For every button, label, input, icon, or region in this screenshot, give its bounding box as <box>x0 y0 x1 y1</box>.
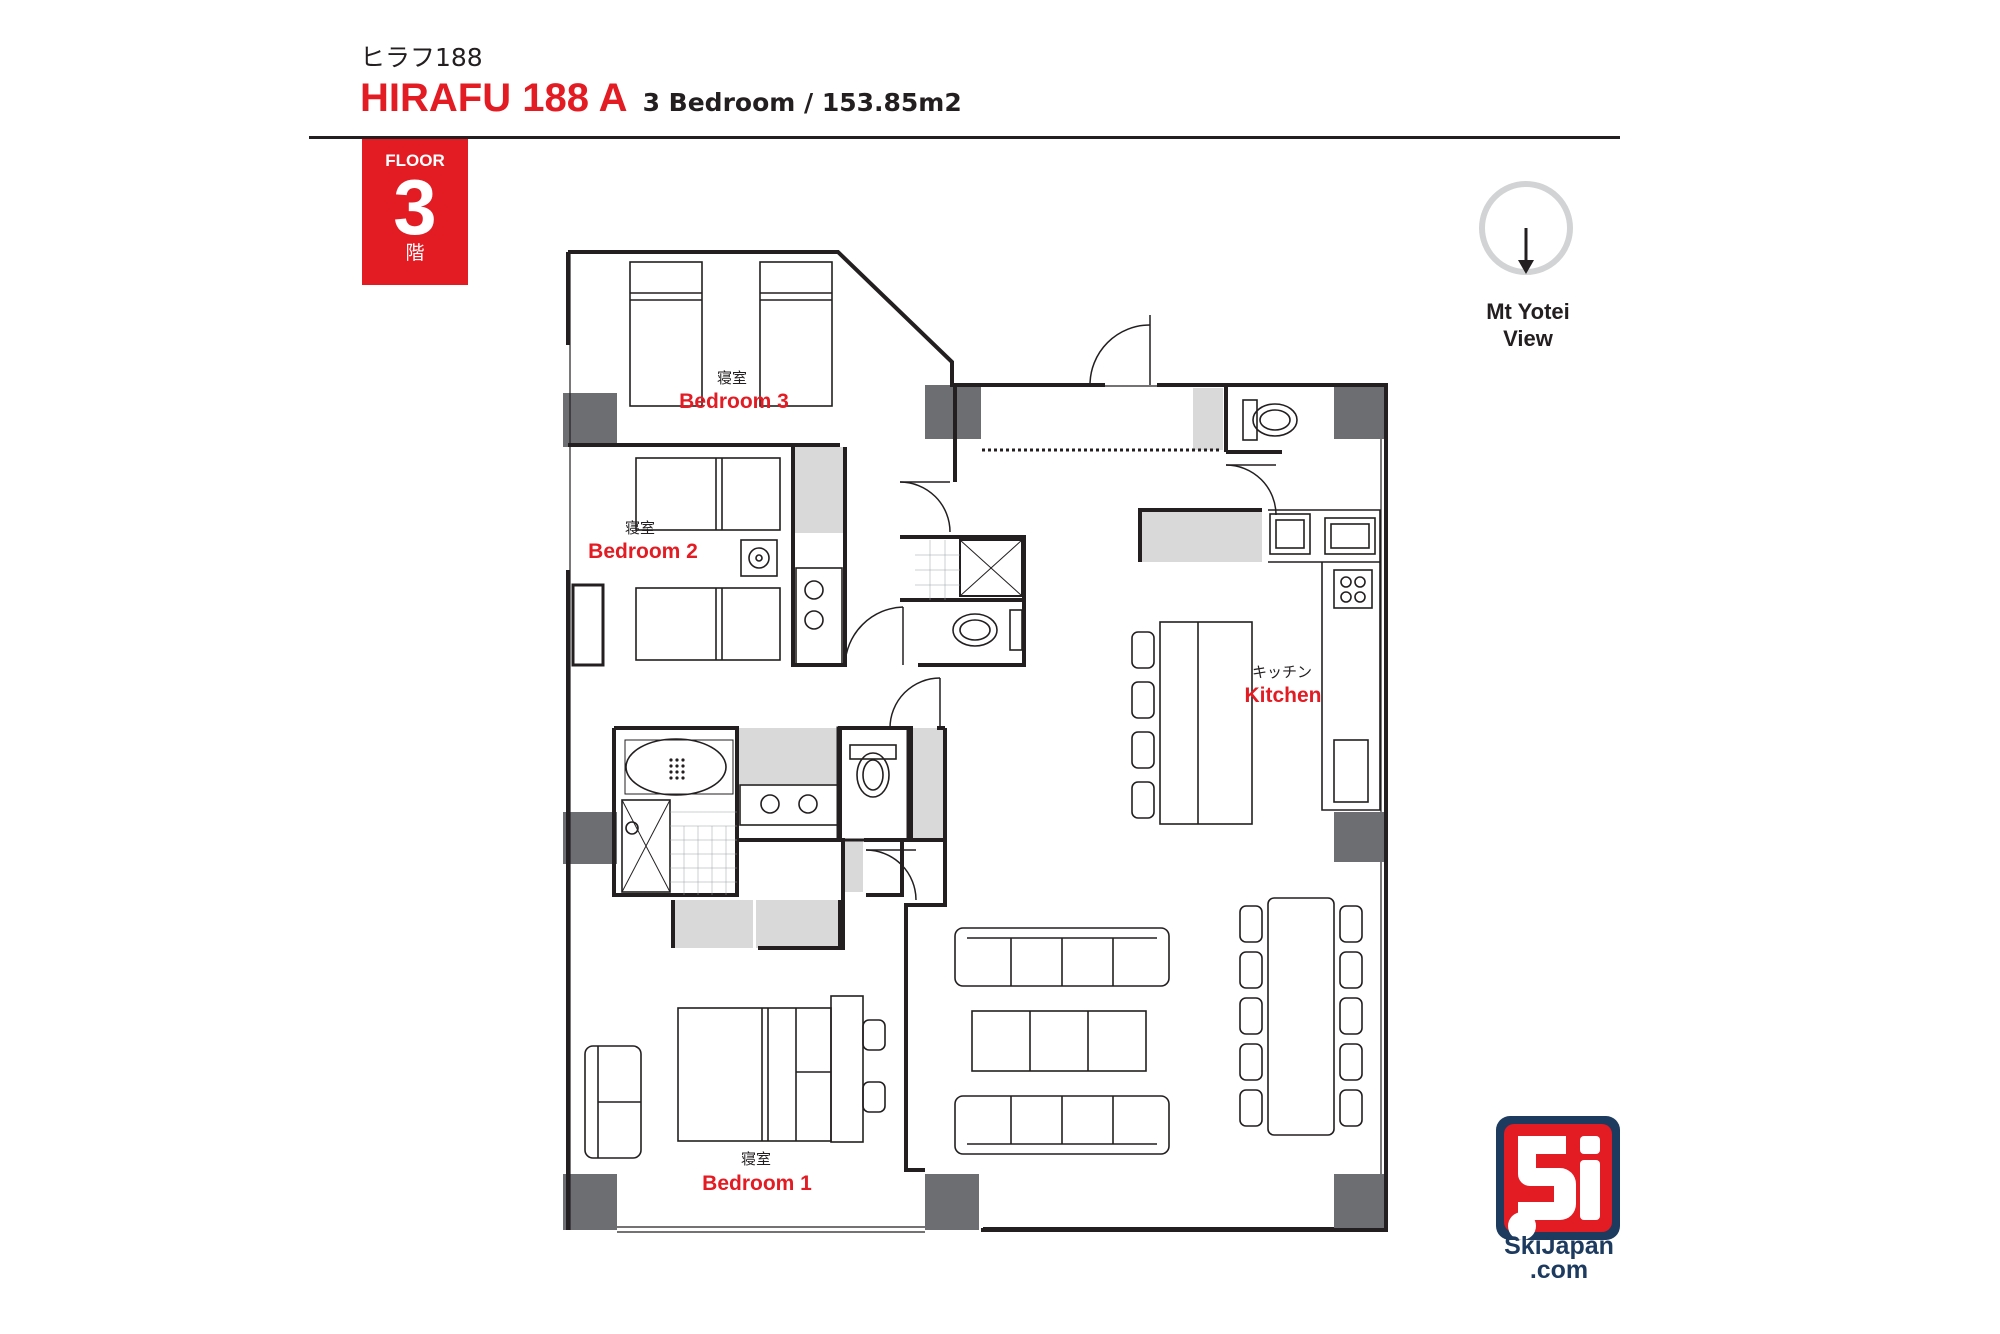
living-furniture <box>954 927 1170 1155</box>
bedroom1-furniture <box>584 995 886 1159</box>
compass-label-line2: View <box>1503 326 1553 351</box>
beds-bedroom3 <box>629 261 833 407</box>
structural-columns <box>563 385 1388 1230</box>
kitchen-island <box>1131 621 1253 825</box>
floor-label: FLOOR <box>385 151 445 170</box>
compass-icon <box>1479 181 1573 275</box>
title-row: HIRAFU 188 A 3 Bedroom / 153.85m2 <box>360 76 962 121</box>
header-rule <box>309 136 1620 139</box>
property-title: HIRAFU 188 A <box>360 76 628 120</box>
kitchen-jp-label: キッチン <box>1252 663 1312 681</box>
compass-label: Mt Yotei View <box>1458 298 1598 352</box>
skijapan-logo-text: SkiJapan .com <box>1494 1232 1624 1284</box>
beds-bedroom2 <box>635 457 781 661</box>
door-swings <box>844 315 1277 901</box>
kitchen-label: Kitchen <box>1244 684 1321 707</box>
kitchen-counters <box>1268 509 1381 811</box>
closets <box>673 388 1262 948</box>
walls <box>566 250 1388 1232</box>
window-recess <box>571 583 605 667</box>
bedroom3-jp-label: 寝室 <box>717 369 747 387</box>
skijapan-logo-icon <box>1496 1116 1620 1240</box>
bedroom2-jp-label: 寝室 <box>625 519 655 537</box>
master-bath <box>621 738 839 893</box>
vanity-bedroom2 <box>795 567 843 665</box>
wc-stall <box>836 726 910 842</box>
bedroom3-label: Bedroom 3 <box>679 390 789 413</box>
windows <box>569 252 1382 1233</box>
bedroom2-label: Bedroom 2 <box>588 540 698 563</box>
logo-line1: SkiJapan <box>1504 1232 1614 1260</box>
shower-upper <box>915 539 1023 600</box>
property-japanese-name: ヒラフ188 <box>360 43 483 72</box>
floor-jp-label: 階 <box>405 242 425 264</box>
compass-label-line1: Mt Yotei <box>1486 299 1570 324</box>
dining-furniture <box>1239 897 1363 1136</box>
property-subtitle: 3 Bedroom / 153.85m2 <box>642 88 962 117</box>
toilets <box>849 399 1298 798</box>
bedroom1-jp-label: 寝室 <box>741 1150 771 1168</box>
bedroom1-label: Bedroom 1 <box>702 1172 812 1195</box>
bath-drain-dots <box>669 758 685 780</box>
floor-number: 3 <box>393 163 437 251</box>
floor-badge: FLOOR 3 階 <box>362 139 468 285</box>
logo-line2: .com <box>1529 1256 1589 1284</box>
bath-tiles <box>670 811 737 895</box>
